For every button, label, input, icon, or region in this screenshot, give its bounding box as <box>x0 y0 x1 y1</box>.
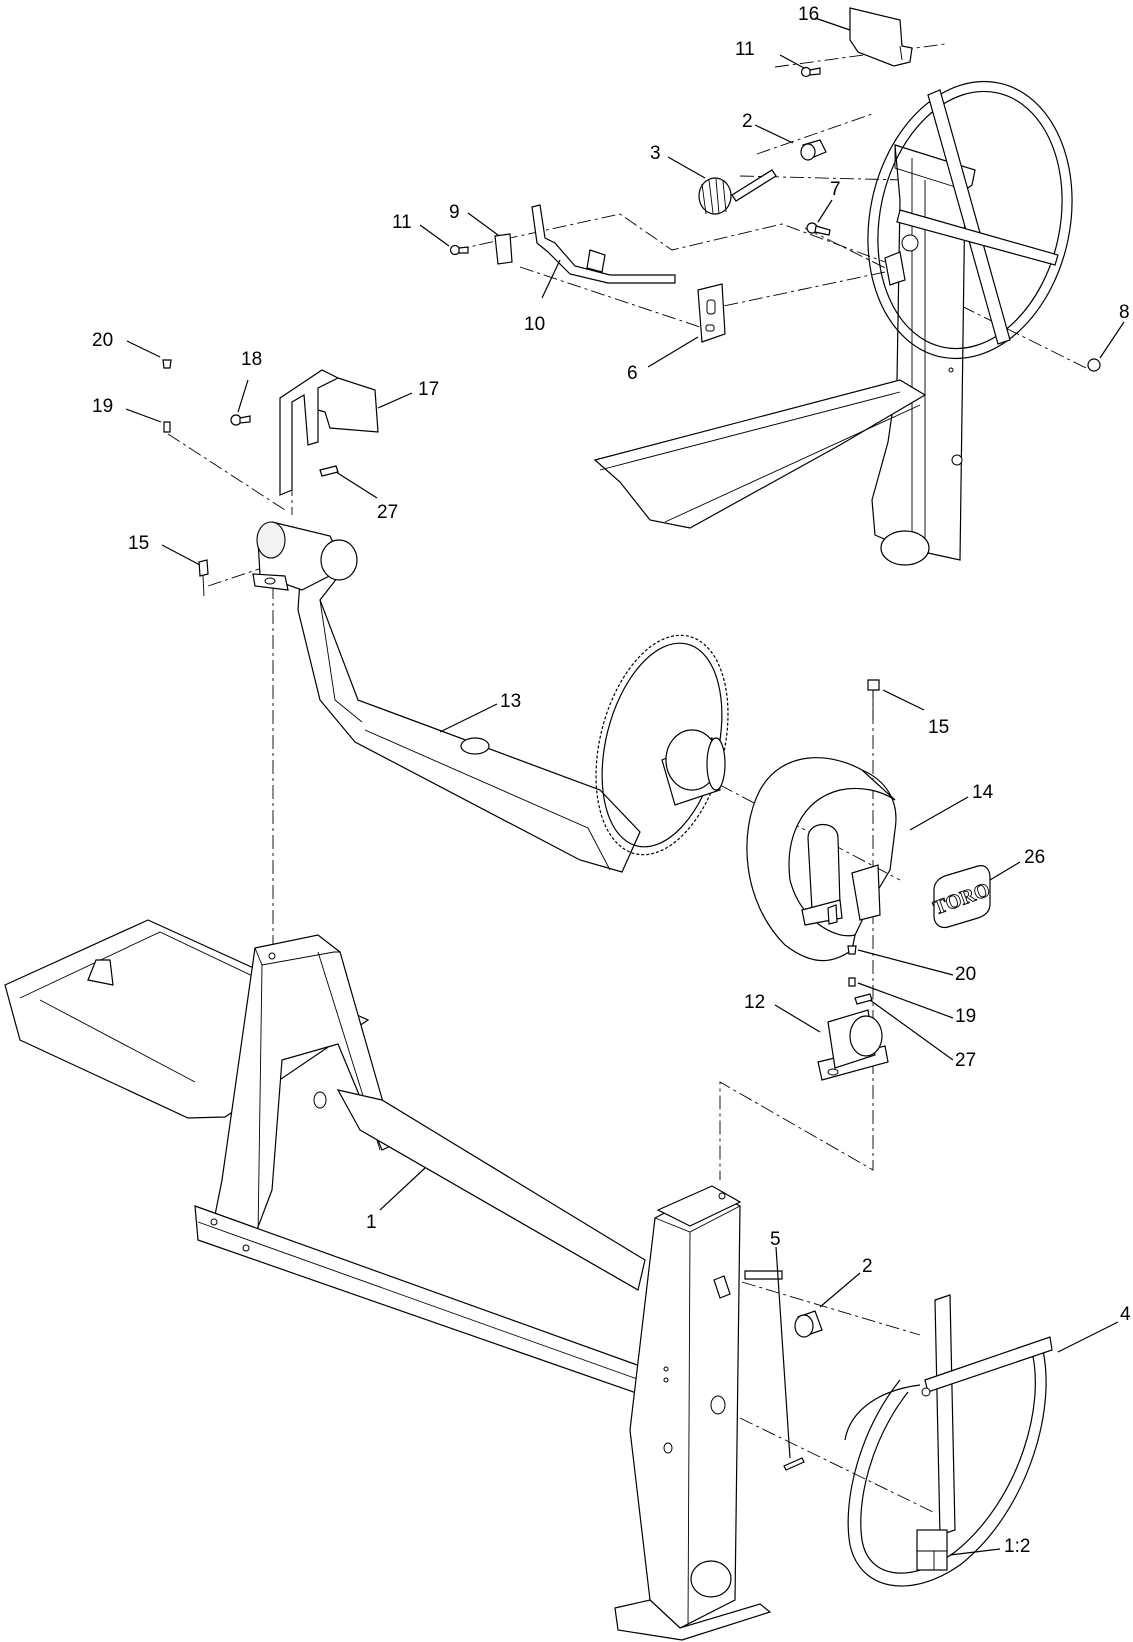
callout-7: 7 <box>830 179 841 200</box>
roll-pin <box>783 1457 805 1471</box>
grease-fitting-20-right <box>847 945 857 955</box>
callout-26: 26 <box>1024 847 1045 868</box>
callout-4: 4 <box>1120 1304 1131 1325</box>
grease-fitting-19-right <box>848 977 856 987</box>
nut-8 <box>1087 358 1101 372</box>
leader-lines <box>125 17 1125 1556</box>
callout-19-right: 19 <box>955 1006 976 1027</box>
upper-hand-wheel <box>867 80 1073 360</box>
grease-fitting-19-upper <box>163 421 171 433</box>
pillow-block-bearing <box>817 1009 889 1081</box>
screw-18 <box>230 414 251 426</box>
callout-labels: 16 11 2 3 7 11 9 10 6 8 20 18 17 19 27 1… <box>92 4 1131 1557</box>
callout-15-left: 15 <box>128 533 149 554</box>
cover-plate <box>279 369 379 496</box>
latch-plate <box>697 283 726 343</box>
grease-fitting-upper <box>162 359 172 369</box>
callout-6: 6 <box>627 363 638 384</box>
callout-12: 12 <box>744 992 765 1013</box>
bushing-upper <box>800 139 827 161</box>
callout-10: 10 <box>524 314 545 335</box>
lock-block <box>884 251 906 286</box>
callout-1-2: 1:2 <box>1004 1536 1030 1557</box>
lower-hand-wheel <box>844 1294 1053 1587</box>
callout-14: 14 <box>972 782 994 803</box>
bushing-lower <box>794 1310 823 1338</box>
callout-5: 5 <box>770 1229 781 1250</box>
key-27-upper <box>319 465 339 477</box>
callout-9: 9 <box>449 202 460 223</box>
callout-17: 17 <box>418 379 439 400</box>
pinion-shaft <box>698 169 777 215</box>
callout-11: 11 <box>735 39 755 60</box>
swing-arm-gear <box>252 521 729 873</box>
callout-2-lower: 2 <box>862 1256 873 1277</box>
callout-27: 27 <box>377 502 398 523</box>
callout-20: 20 <box>92 330 113 351</box>
key-27-right <box>854 993 873 1005</box>
screw-11-lever <box>449 244 469 256</box>
callout-2: 2 <box>742 111 753 132</box>
small-decal <box>916 1529 948 1571</box>
toro-decal: TORO <box>930 865 993 929</box>
screw-small <box>800 66 821 78</box>
bolt-15-right <box>867 679 880 720</box>
lever-clip-9 <box>494 233 513 265</box>
callout-20-right: 20 <box>955 964 976 985</box>
callout-18: 18 <box>241 349 262 370</box>
bolt-7 <box>806 222 831 236</box>
callout-1: 1 <box>366 1212 377 1233</box>
callout-11-lever: 11 <box>392 212 412 233</box>
base-frame <box>4 919 783 1641</box>
gear-guard <box>746 757 897 962</box>
callout-16: 16 <box>798 4 819 25</box>
shield-bracket <box>849 7 913 67</box>
callout-19: 19 <box>92 396 113 417</box>
callout-3: 3 <box>650 143 661 164</box>
lever-handle <box>531 204 676 284</box>
callout-15-right: 15 <box>928 717 949 738</box>
bolt-15-left <box>198 559 209 597</box>
callout-27-right: 27 <box>955 1050 976 1071</box>
callout-13: 13 <box>500 691 521 712</box>
callout-8: 8 <box>1119 302 1130 323</box>
upper-frame <box>593 144 976 566</box>
